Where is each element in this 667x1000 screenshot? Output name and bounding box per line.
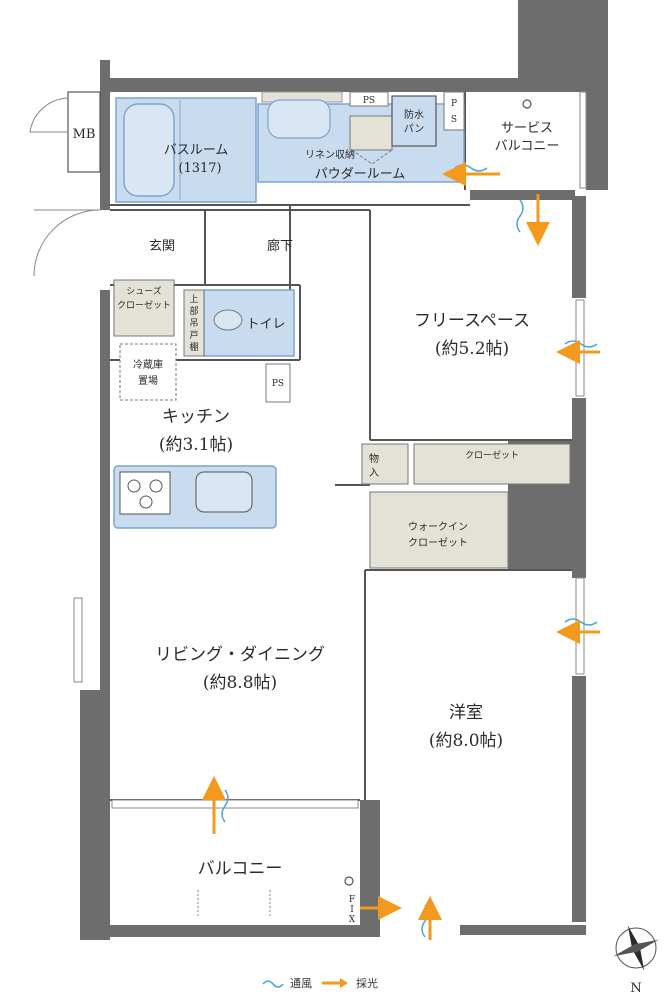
ps-side-label-s: S [451,115,457,125]
ps-top-label: PS [363,96,375,106]
waterproof-pan [391,95,437,147]
waterproof-pan-label-2: パン [404,123,425,135]
toilet-icon [213,309,243,331]
airflow-icon [221,789,229,823]
balcony-label: バルコニー [198,859,283,879]
fix-label-2: I [350,905,354,915]
shoe-closet-label-2: クローゼット [117,299,171,311]
western-room: 洋室 (約8.0帖) [429,577,585,751]
airflow-icon [421,904,429,938]
legend-daylight: 採光 [320,975,378,991]
ps-side-label-p: P [451,99,457,109]
linen-storage [349,115,393,151]
upper-shelf-2: 部 [189,305,198,317]
service-balcony-label-2: バルコニー [495,139,560,154]
shoe-closet: シューズ クローゼット [113,279,175,337]
legend-ventilation: 通風 [262,975,312,991]
living-dining-size: (約8.8帖) [203,673,277,693]
free-space-size: (約5.2帖) [435,339,509,359]
upper-shelf-3: 吊 [189,318,198,329]
service-balcony-label-1: サービス [501,121,553,136]
powder-room: PS 防水 パン P S リネン収納 パウダールーム [257,91,465,183]
shoe-closet-label-1: シューズ [126,285,162,297]
legend-ventilation-label: 通風 [290,978,312,990]
daylight-marks [202,162,600,940]
entrance-door: 玄関 廊下 [33,209,293,277]
bathroom: バスルーム (1317) [115,97,257,203]
hallway-label: 廊下 [267,238,293,254]
balcony: バルコニー F I X [111,799,359,925]
bathtub-icon [123,103,175,197]
airflow-legend-icon [262,980,284,988]
upper-shelf-5: 棚 [189,341,198,353]
exterior-walls [80,0,608,940]
meter-box: MB [29,91,101,173]
linen-label: リネン収納 [305,148,355,161]
stove-icon [119,471,171,515]
daylight-legend-icon [322,978,348,988]
fridge-label-1: 冷蔵庫 [133,358,163,371]
compass-icon: N [613,925,659,996]
free-space-label: フリースペース [414,311,530,331]
compass-north-label: N [630,981,641,996]
waterproof-pan-label-1: 防水 [404,108,424,121]
living-dining: リビング・ダイニング (約8.8帖) [73,597,325,693]
ps-kitchen-label: PS [272,379,284,389]
washbasin-icon [267,99,331,139]
fix-label-1: F [349,895,355,905]
upper-shelf-1: 上 [189,294,198,305]
legend-daylight-label: 採光 [356,978,378,990]
walkin-label-1: ウォークイン [408,521,468,533]
storage-label-1: 物 [369,452,379,465]
fridge-space: 冷蔵庫 置場 PS [119,343,291,403]
kitchen-label: キッチン [162,407,230,427]
walkin-label-2: クローゼット [408,537,468,549]
fix-label-3: X [349,915,356,925]
service-balcony: サービス バルコニー [495,91,587,189]
fridge-label-2: 置場 [138,374,158,387]
bathroom-size: (1317) [178,161,221,176]
airflow-icon [516,199,524,233]
storage-and-closets: 物 入 クローゼット ウォークイン クローゼット [361,443,571,569]
upper-shelf-4: 戸 [189,330,198,341]
legend: 通風 採光 [262,975,378,991]
closet-label: クローゼット [465,449,519,461]
toilet-room: 上 部 吊 戸 棚 トイレ [183,289,295,357]
airflow-icon [564,618,598,626]
powder-room-label: パウダールーム [315,167,406,182]
storage-label-2: 入 [369,468,379,479]
sink-icon [195,471,253,513]
bathroom-label: バスルーム [164,143,229,158]
western-room-label: 洋室 [449,703,483,723]
kitchen: キッチン (約3.1帖) [113,407,277,529]
western-room-size: (約8.0帖) [429,731,503,751]
kitchen-size: (約3.1帖) [159,435,233,455]
free-space: フリースペース (約5.2帖) [414,299,585,397]
toilet-label: トイレ [246,317,285,332]
living-dining-label: リビング・ダイニング [155,645,325,665]
mb-label: MB [73,127,96,142]
entrance-label: 玄関 [149,239,175,254]
